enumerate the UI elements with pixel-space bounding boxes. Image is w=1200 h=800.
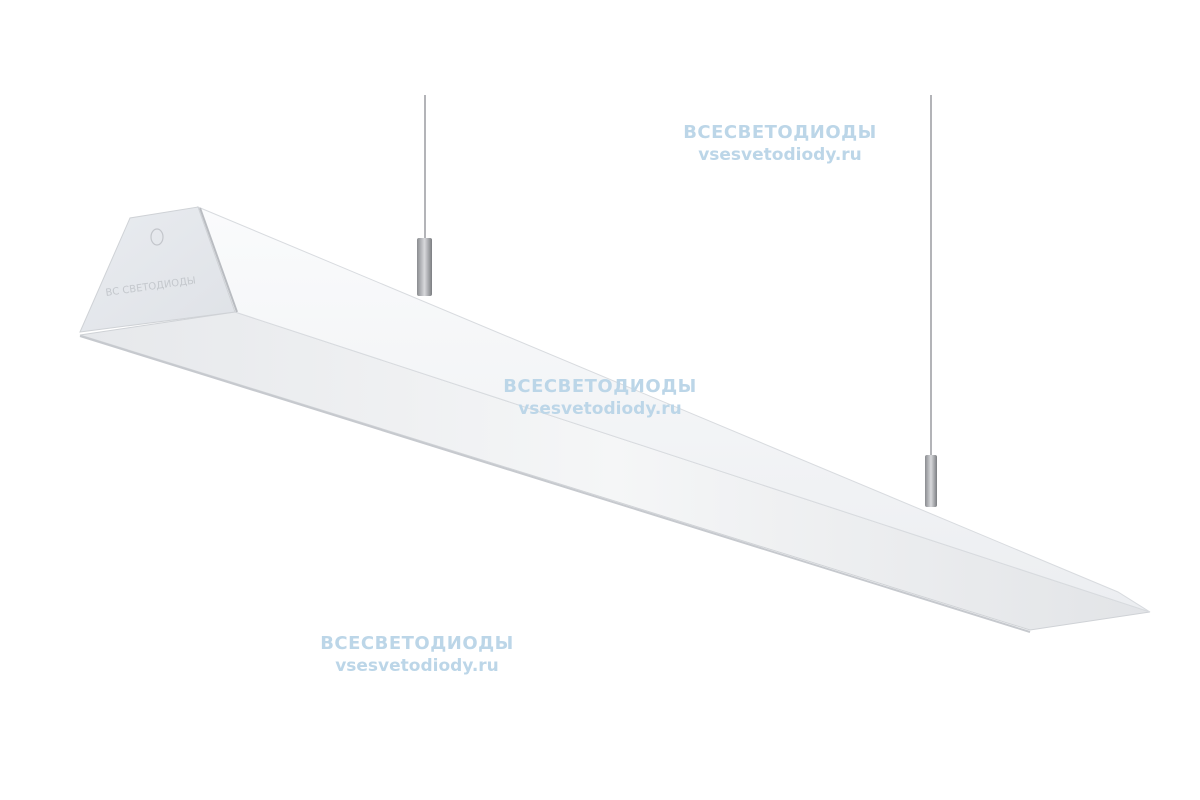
end-cap	[79, 206, 236, 333]
watermark-brand: ВСЕСВЕТОДИОДЫ	[503, 376, 697, 397]
watermark-brand: ВСЕСВЕТОДИОДЫ	[320, 633, 514, 654]
suspension-cable-left	[417, 95, 432, 296]
watermark-center: ВСЕСВЕТОДИОДЫ vsesvetodiody.ru	[500, 376, 700, 420]
watermark-site: vsesvetodiody.ru	[698, 145, 862, 165]
suspension-cable-right	[925, 95, 937, 507]
watermark-brand: ВСЕСВЕТОДИОДЫ	[683, 122, 877, 143]
watermark-site: vsesvetodiody.ru	[518, 399, 682, 419]
watermark-bottom-left: ВСЕСВЕТОДИОДЫ vsesvetodiody.ru	[317, 633, 517, 677]
watermark-site: vsesvetodiody.ru	[335, 656, 499, 676]
watermark-top-right: ВСЕСВЕТОДИОДЫ vsesvetodiody.ru	[680, 122, 880, 166]
diffuser	[79, 311, 1151, 631]
end-cap-screw	[150, 228, 164, 246]
